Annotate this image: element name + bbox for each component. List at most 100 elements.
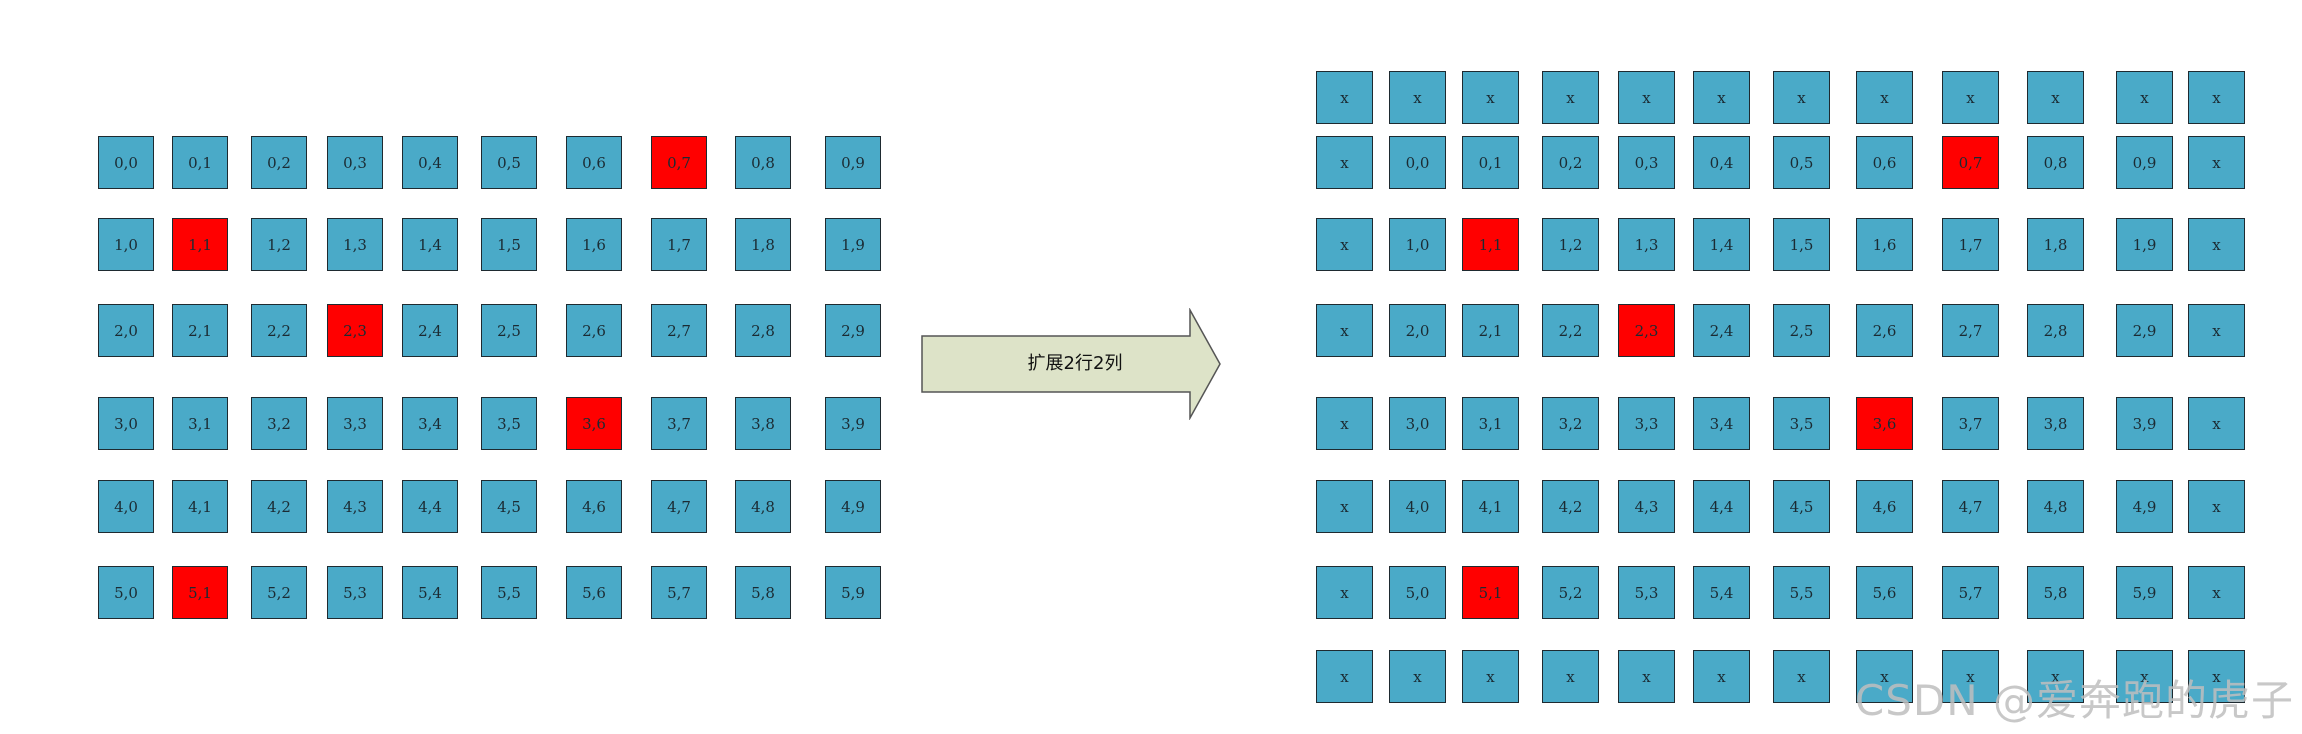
grid-cell: 5,0 (98, 566, 154, 619)
padding-cell: x (1693, 71, 1750, 124)
grid-cell: 4,1 (1462, 480, 1519, 533)
grid-cell: 4,4 (402, 480, 458, 533)
padding-cell: x (2188, 136, 2245, 189)
padding-cell: x (2188, 480, 2245, 533)
highlighted-grid-cell: 0,7 (1942, 136, 1999, 189)
grid-cell: 4,6 (1856, 480, 1913, 533)
grid-cell: 5,8 (735, 566, 791, 619)
grid-cell: 0,1 (1462, 136, 1519, 189)
grid-cell: 3,1 (1462, 397, 1519, 450)
grid-cell: 1,6 (1856, 218, 1913, 271)
padding-cell: x (1316, 218, 1373, 271)
grid-cell: 5,6 (566, 566, 622, 619)
grid-cell: 5,9 (825, 566, 881, 619)
padding-cell: x (1316, 397, 1373, 450)
highlighted-grid-cell: 0,7 (651, 136, 707, 189)
padding-cell: x (1316, 480, 1373, 533)
grid-cell: 2,2 (1542, 304, 1599, 357)
grid-cell: 0,0 (1389, 136, 1446, 189)
grid-cell: 5,6 (1856, 566, 1913, 619)
grid-cell: 4,2 (251, 480, 307, 533)
grid-cell: 4,8 (735, 480, 791, 533)
grid-cell: 0,8 (735, 136, 791, 189)
grid-cell: 0,6 (566, 136, 622, 189)
grid-cell: 0,9 (825, 136, 881, 189)
grid-cell: 2,5 (1773, 304, 1830, 357)
padding-cell: x (2027, 650, 2084, 703)
highlighted-grid-cell: 5,1 (172, 566, 228, 619)
highlighted-grid-cell: 2,3 (1618, 304, 1675, 357)
grid-cell: 0,1 (172, 136, 228, 189)
grid-cell: 5,5 (1773, 566, 1830, 619)
grid-cell: 0,2 (251, 136, 307, 189)
grid-cell: 3,3 (327, 397, 383, 450)
grid-cell: 1,5 (1773, 218, 1830, 271)
grid-cell: 3,5 (481, 397, 537, 450)
highlighted-grid-cell: 3,6 (566, 397, 622, 450)
grid-cell: 0,0 (98, 136, 154, 189)
grid-cell: 0,6 (1856, 136, 1913, 189)
grid-cell: 1,4 (1693, 218, 1750, 271)
grid-cell: 3,4 (1693, 397, 1750, 450)
grid-cell: 4,5 (1773, 480, 1830, 533)
grid-cell: 3,2 (251, 397, 307, 450)
grid-cell: 5,4 (1693, 566, 1750, 619)
grid-cell: 5,5 (481, 566, 537, 619)
grid-cell: 2,6 (1856, 304, 1913, 357)
grid-cell: 0,8 (2027, 136, 2084, 189)
grid-cell: 5,7 (651, 566, 707, 619)
grid-cell: 4,3 (1618, 480, 1675, 533)
grid-cell: 0,9 (2116, 136, 2173, 189)
grid-cell: 2,8 (735, 304, 791, 357)
grid-cell: 0,4 (1693, 136, 1750, 189)
grid-cell: 3,8 (2027, 397, 2084, 450)
grid-cell: 2,5 (481, 304, 537, 357)
grid-cell: 5,9 (2116, 566, 2173, 619)
grid-cell: 2,7 (651, 304, 707, 357)
grid-cell: 1,2 (1542, 218, 1599, 271)
grid-cell: 4,6 (566, 480, 622, 533)
padding-cell: x (1856, 71, 1913, 124)
grid-cell: 0,2 (1542, 136, 1599, 189)
highlighted-grid-cell: 1,1 (172, 218, 228, 271)
padding-cell: x (1316, 71, 1373, 124)
grid-cell: 3,0 (98, 397, 154, 450)
padding-cell: x (1773, 71, 1830, 124)
padding-cell: x (2188, 304, 2245, 357)
grid-cell: 1,8 (735, 218, 791, 271)
padding-cell: x (1389, 650, 1446, 703)
grid-cell: 5,3 (327, 566, 383, 619)
padding-cell: x (1618, 650, 1675, 703)
grid-cell: 3,8 (735, 397, 791, 450)
grid-cell: 2,9 (2116, 304, 2173, 357)
grid-cell: 4,7 (1942, 480, 1999, 533)
grid-cell: 4,1 (172, 480, 228, 533)
grid-cell: 5,8 (2027, 566, 2084, 619)
padding-cell: x (1462, 71, 1519, 124)
grid-cell: 5,7 (1942, 566, 1999, 619)
grid-cell: 3,3 (1618, 397, 1675, 450)
padding-cell: x (2188, 218, 2245, 271)
grid-cell: 2,9 (825, 304, 881, 357)
padding-cell: x (1856, 650, 1913, 703)
arrow-label: 扩展2行2列 (1027, 353, 1123, 374)
padding-cell: x (1316, 136, 1373, 189)
grid-cell: 5,2 (1542, 566, 1599, 619)
grid-cell: 3,9 (825, 397, 881, 450)
grid-cell: 1,0 (98, 218, 154, 271)
grid-cell: 2,4 (1693, 304, 1750, 357)
grid-cell: 2,6 (566, 304, 622, 357)
padding-cell: x (2188, 397, 2245, 450)
padding-cell: x (1618, 71, 1675, 124)
highlighted-grid-cell: 1,1 (1462, 218, 1519, 271)
padding-cell: x (1389, 71, 1446, 124)
grid-cell: 5,0 (1389, 566, 1446, 619)
grid-cell: 1,8 (2027, 218, 2084, 271)
grid-cell: 4,0 (1389, 480, 1446, 533)
padding-cell: x (1542, 71, 1599, 124)
padding-cell: x (2027, 71, 2084, 124)
padding-cell: x (1316, 304, 1373, 357)
right-arrow (921, 308, 1221, 420)
grid-cell: 3,9 (2116, 397, 2173, 450)
